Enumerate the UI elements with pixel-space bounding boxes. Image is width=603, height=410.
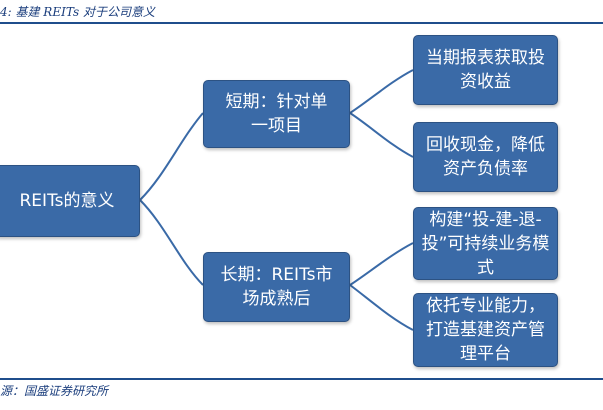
node-long-term: 长期：REITs市场成熟后 <box>203 252 350 322</box>
node-leaf-3-label: 构建“投-建-退-投”可持续业务模式 <box>421 209 550 278</box>
connector-long-leaf4 <box>349 284 414 331</box>
node-leaf-3: 构建“投-建-退-投”可持续业务模式 <box>413 207 558 280</box>
connector-root-short <box>139 112 204 201</box>
node-leaf-4: 依托专业能力，打造基建资产管理平台 <box>413 293 558 367</box>
bottom-rule <box>0 378 603 380</box>
node-root-label: REITs的意义 <box>19 191 115 211</box>
node-leaf-4-label: 依托专业能力，打造基建资产管理平台 <box>426 296 545 364</box>
connector-short-leaf2 <box>349 112 414 158</box>
node-root: REITs的意义 <box>0 165 140 237</box>
node-long-term-label: 长期：REITs市场成熟后 <box>220 265 333 309</box>
connector-long-leaf3 <box>349 242 414 286</box>
node-leaf-2-label: 回收现金，降低资产负债率 <box>426 135 545 179</box>
node-leaf-1: 当期报表获取投资收益 <box>413 35 558 105</box>
connector-short-leaf1 <box>349 69 414 114</box>
node-short-term: 短期：针对单一项目 <box>203 80 350 148</box>
node-leaf-1-label: 当期报表获取投资收益 <box>426 48 545 92</box>
figure-caption: 4: 基建 REITs 对于公司意义 <box>0 5 155 19</box>
connector-root-long <box>139 199 204 286</box>
source-note: 源：国盛证券研究所 <box>0 384 109 398</box>
node-leaf-2: 回收现金，降低资产负债率 <box>413 122 558 192</box>
top-rule <box>0 22 603 24</box>
node-short-term-label: 短期：针对单一项目 <box>225 92 328 136</box>
